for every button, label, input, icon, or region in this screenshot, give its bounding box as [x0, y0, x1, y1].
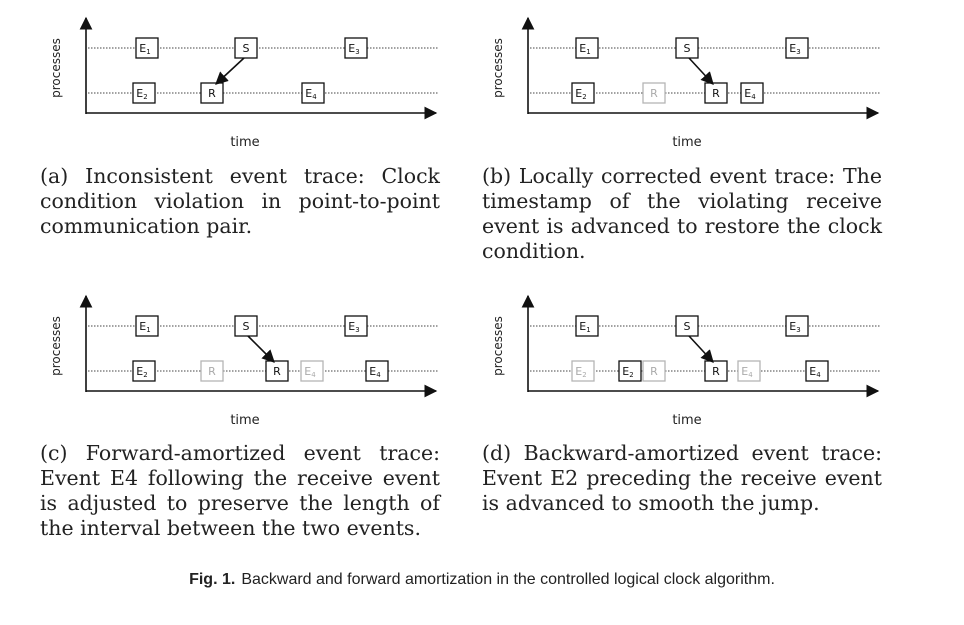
x-axis-label: time — [672, 413, 701, 428]
svg-text:R: R — [650, 87, 658, 100]
caption-b-label: (b) — [482, 164, 512, 188]
event-e4-original: E4 — [737, 360, 761, 382]
event-r-original: R — [642, 360, 666, 382]
message-arrow — [247, 335, 275, 363]
event-s: S — [675, 315, 699, 337]
y-axis-label: processes — [491, 316, 505, 376]
y-axis-label: processes — [49, 38, 63, 98]
message-arrow — [688, 57, 714, 85]
caption-c: (c) Forward-amortized event trace: Event… — [40, 441, 440, 541]
svg-text:E2: E2 — [575, 87, 586, 101]
svg-text:E1: E1 — [579, 320, 590, 334]
svg-text:R: R — [208, 365, 216, 378]
caption-a-label: (a) — [40, 164, 69, 188]
svg-text:E2: E2 — [136, 365, 147, 379]
event-e4: E4 — [740, 82, 764, 104]
svg-text:R: R — [650, 365, 658, 378]
message-arrow — [688, 335, 714, 363]
event-e2-original: E2 — [571, 360, 595, 382]
event-e4-original: E4 — [300, 360, 324, 382]
caption-d: (d) Backward-amortized event trace: Even… — [482, 441, 882, 516]
caption-b-text: Locally corrected event trace: The times… — [482, 164, 882, 263]
svg-text:R: R — [208, 87, 216, 100]
event-e1: E1 — [135, 315, 159, 337]
svg-text:E4: E4 — [744, 87, 756, 101]
svg-text:E3: E3 — [348, 42, 359, 56]
event-e1: E1 — [575, 37, 599, 59]
caption-a: (a) Inconsistent event trace: Clock cond… — [40, 164, 440, 239]
svg-text:S: S — [684, 320, 691, 333]
event-e3: E3 — [785, 37, 809, 59]
message-arrow — [215, 57, 245, 85]
svg-text:E4: E4 — [809, 365, 821, 379]
svg-text:E2: E2 — [622, 365, 633, 379]
svg-text:S: S — [684, 42, 691, 55]
svg-text:E4: E4 — [304, 365, 316, 379]
event-r: R — [200, 82, 224, 104]
event-e4: E4 — [301, 82, 325, 104]
svg-text:E2: E2 — [575, 365, 586, 379]
event-e2: E2 — [132, 82, 156, 104]
svg-text:E2: E2 — [136, 87, 147, 101]
svg-text:E4: E4 — [369, 365, 381, 379]
figure-caption: Fig. 1. Backward and forward amortization… — [0, 571, 964, 589]
svg-text:E1: E1 — [579, 42, 590, 56]
event-e1: E1 — [135, 37, 159, 59]
caption-c-text: Forward-amortized event trace: Event E4 … — [40, 441, 440, 540]
svg-text:E4: E4 — [305, 87, 317, 101]
x-axis-label: time — [230, 413, 259, 428]
svg-text:E1: E1 — [139, 320, 150, 334]
event-e3: E3 — [344, 37, 368, 59]
x-axis-label: time — [672, 135, 701, 150]
event-e4: E4 — [805, 360, 829, 382]
svg-text:E4: E4 — [741, 365, 753, 379]
svg-text:R: R — [273, 365, 281, 378]
y-axis-label: processes — [49, 316, 63, 376]
caption-d-text: Backward-amortized event trace: Event E2… — [482, 441, 882, 515]
event-s: S — [675, 37, 699, 59]
event-e2: E2 — [618, 360, 642, 382]
svg-text:E3: E3 — [789, 320, 800, 334]
event-e3: E3 — [344, 315, 368, 337]
figure-caption-text: Backward and forward amortization in the… — [241, 571, 775, 588]
event-s: S — [234, 37, 258, 59]
svg-text:E3: E3 — [789, 42, 800, 56]
event-r: R — [265, 360, 289, 382]
x-axis-label: time — [230, 135, 259, 150]
event-e1: E1 — [575, 315, 599, 337]
svg-text:E1: E1 — [139, 42, 150, 56]
caption-b: (b) Locally corrected event trace: The t… — [482, 164, 882, 264]
figure-caption-label: Fig. 1. — [189, 571, 236, 588]
svg-text:S: S — [243, 320, 250, 333]
svg-text:R: R — [712, 87, 720, 100]
y-axis-label: processes — [491, 38, 505, 98]
caption-d-label: (d) — [482, 441, 512, 465]
svg-text:R: R — [712, 365, 720, 378]
event-s: S — [234, 315, 258, 337]
event-r: R — [704, 360, 728, 382]
caption-c-label: (c) — [40, 441, 68, 465]
event-e3: E3 — [785, 315, 809, 337]
event-r-original: R — [642, 82, 666, 104]
event-e2: E2 — [132, 360, 156, 382]
event-r-original: R — [200, 360, 224, 382]
caption-a-text: Inconsistent event trace: Clock conditio… — [40, 164, 440, 238]
event-e4: E4 — [365, 360, 389, 382]
svg-text:S: S — [243, 42, 250, 55]
svg-text:E3: E3 — [348, 320, 359, 334]
event-r: R — [704, 82, 728, 104]
event-e2: E2 — [571, 82, 595, 104]
